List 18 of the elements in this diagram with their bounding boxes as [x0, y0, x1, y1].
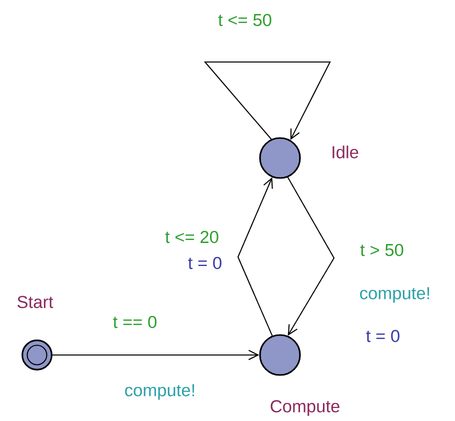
guard-label: t <= 20 [165, 230, 218, 244]
location-circle [259, 334, 301, 376]
sync-label: compute! [360, 287, 430, 303]
transition-arrow [52, 350, 260, 360]
location-name: Compute [270, 400, 340, 416]
location-name: Idle [332, 146, 358, 158]
location-circle [22, 340, 52, 370]
transition-arrow [287, 177, 335, 336]
sync-label: compute! [125, 384, 194, 400]
assignment-label: t = 0 [188, 256, 222, 270]
assignment-label: t = 0 [366, 330, 400, 342]
guard-label: t == 0 [113, 316, 156, 328]
guard-label: t <= 50 [218, 14, 272, 26]
location-name: Start [18, 296, 54, 308]
location-circle [259, 137, 301, 179]
transition-arrow [204, 61, 331, 140]
transition-arrow [237, 177, 273, 336]
guard-label: t > 50 [360, 244, 404, 256]
